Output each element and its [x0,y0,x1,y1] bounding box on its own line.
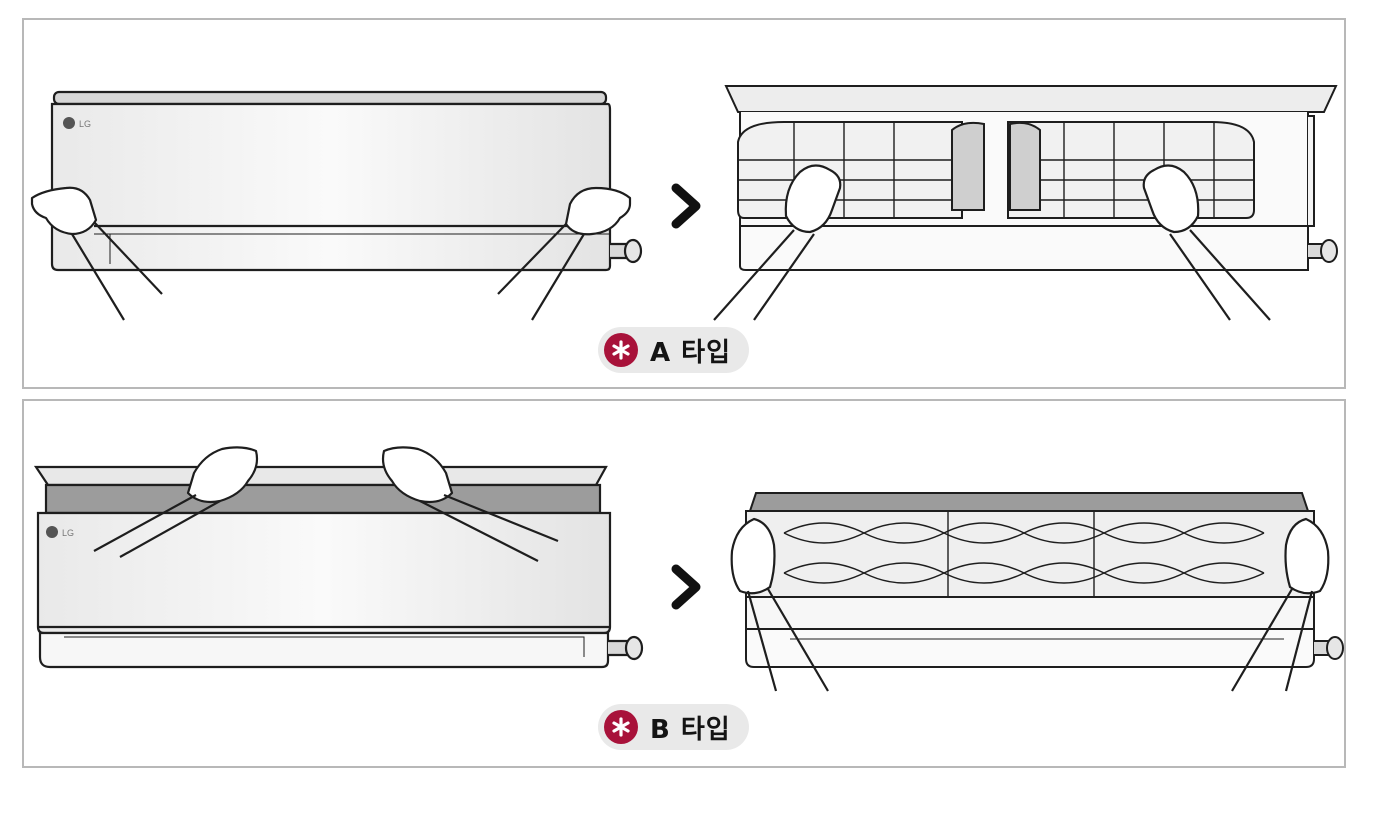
asterisk-icon [604,333,638,367]
type-a-badge: A 타입 [598,327,750,373]
lg-logo: LG [63,117,91,129]
panel-type-a: LG [22,18,1346,389]
chevron-right-icon [671,564,701,610]
ac-unit-filter-panel [745,492,1344,668]
lg-logo: LG [46,526,74,538]
hand-right-unit-left [713,164,842,321]
lg-logo-text: LG [62,528,74,538]
panel-a-illustration: LG [30,85,1338,321]
ac-unit-closed [50,90,643,272]
hand-right-unit-right [1231,517,1330,692]
hand-right [497,186,632,321]
panel-b-illustration: LG [33,446,1344,692]
asterisk-icon [604,710,638,744]
hand-left [30,186,163,321]
chevron-right-icon [671,183,701,229]
lg-logo-text: LG [79,119,91,129]
ac-unit-lifted-panel [33,465,644,669]
type-b-badge: B 타입 [598,704,749,750]
hand-right-unit-left [730,517,829,692]
type-b-label: B 타입 [650,714,731,745]
hand-right-unit-right [1142,164,1271,321]
hand-right [381,446,559,562]
type-a-label: A 타입 [650,337,732,368]
hand-left [93,446,259,558]
panel-type-b: LG [22,399,1346,768]
